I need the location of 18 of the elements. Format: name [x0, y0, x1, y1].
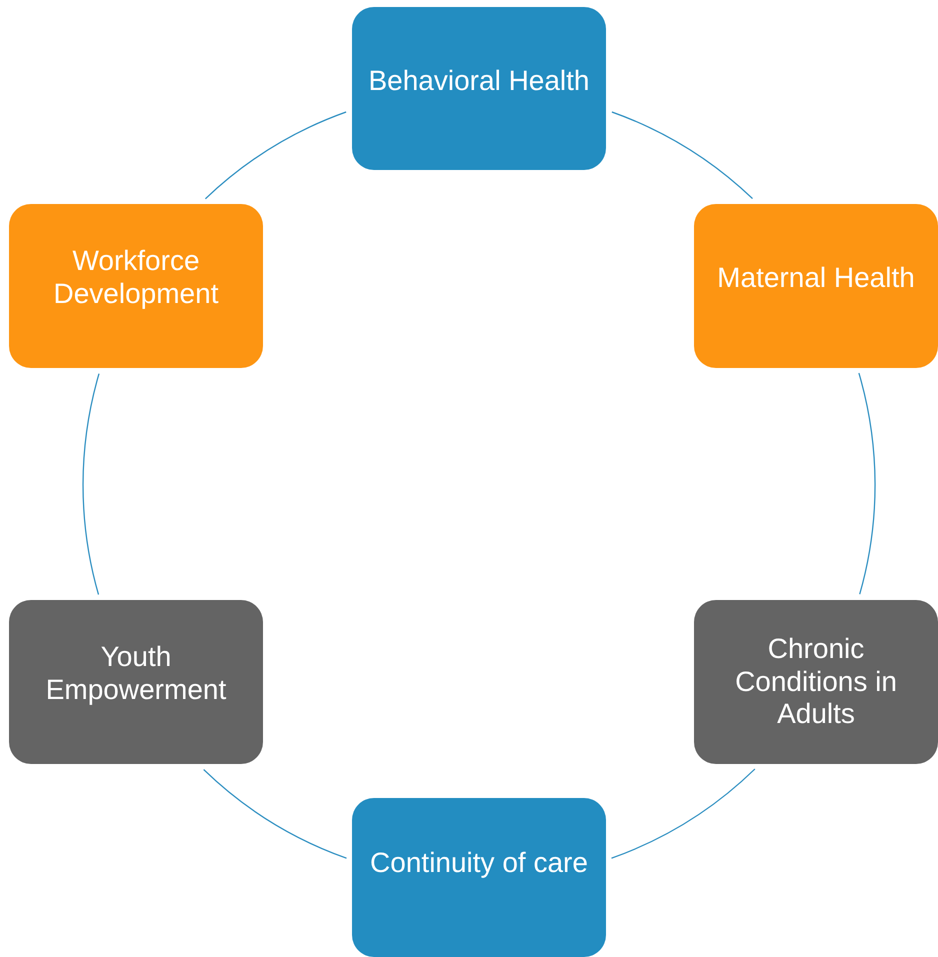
connector-arc	[203, 769, 347, 859]
topic-box	[694, 204, 938, 368]
topic-box	[352, 798, 606, 957]
topic-label: Youth Empowerment	[44, 641, 228, 707]
connector-arc	[83, 374, 100, 595]
topic-box	[9, 204, 263, 368]
topic-label: Workforce Development	[52, 245, 220, 311]
connector-arc	[611, 768, 756, 859]
topic-box	[694, 600, 938, 764]
topic-label: Maternal Health	[717, 262, 915, 294]
connector-arc	[612, 111, 753, 200]
connector-arc	[205, 111, 346, 200]
topic-label: Behavioral Health	[368, 65, 590, 98]
topic-box	[9, 600, 263, 764]
topic-box	[352, 7, 606, 170]
topic-label: Continuity of care	[370, 847, 588, 880]
topic-label: Chronic Conditions in Adults	[734, 632, 898, 732]
connector-arc	[858, 372, 876, 594]
